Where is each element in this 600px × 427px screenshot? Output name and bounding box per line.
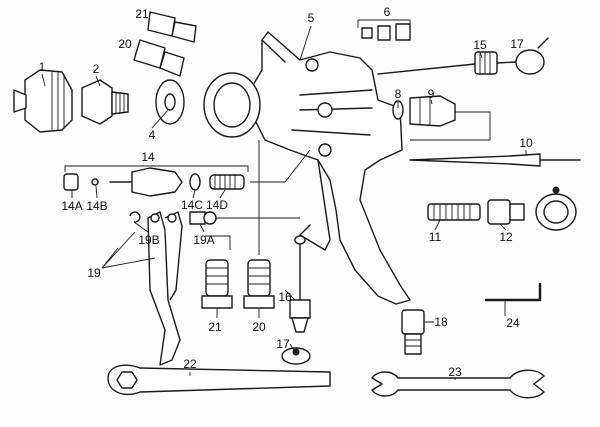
label-23: 23 — [448, 365, 462, 379]
adjust-knob — [535, 186, 577, 231]
label-16: 16 — [278, 290, 292, 304]
part-10-needle — [409, 153, 581, 167]
label-20-bottom: 20 — [252, 320, 266, 334]
part-14C — [189, 173, 201, 191]
part-21-fitting-top — [147, 11, 197, 43]
part-1-air-cap — [13, 69, 73, 133]
label-14D: 14D — [206, 198, 228, 212]
label-14C: 14C — [181, 198, 203, 212]
label-17-bottom: 17 — [276, 337, 290, 351]
leader-lines — [41, 25, 527, 380]
label-21-top: 21 — [135, 7, 149, 21]
label-14: 14 — [141, 150, 155, 164]
air-cap-pin — [305, 58, 319, 72]
label-20-top: 20 — [118, 37, 132, 51]
part-19-trigger — [101, 211, 300, 366]
label-6: 6 — [384, 5, 391, 19]
label-9: 9 — [428, 87, 435, 101]
part-16-valve-stem — [289, 235, 311, 333]
part-19A — [189, 211, 206, 225]
label-19: 19 — [87, 266, 101, 280]
part-14B — [91, 178, 99, 186]
part-21-fitting-bottom — [201, 259, 233, 309]
label-24: 24 — [506, 316, 520, 330]
gun-body — [203, 31, 411, 305]
part-14D — [209, 174, 245, 190]
label-14B: 14B — [86, 199, 107, 213]
label-10: 10 — [519, 136, 533, 150]
label-11: 11 — [429, 230, 442, 244]
part-12-bushing — [487, 199, 525, 225]
part-4-baffle — [155, 79, 185, 125]
part-19B — [129, 211, 141, 223]
part-2-nozzle — [81, 79, 129, 125]
label-19A: 19A — [193, 233, 214, 247]
label-2: 2 — [93, 62, 100, 76]
part-18-air-fitting — [401, 309, 425, 355]
part-9-valve-body — [409, 95, 491, 141]
part-15-needle — [377, 51, 516, 75]
part-labels: 21 20 5 6 15 17 1 2 4 8 9 14 10 14A 14B … — [39, 5, 533, 379]
label-18: 18 — [434, 315, 448, 329]
part-14-valve-assembly — [63, 149, 311, 197]
label-15: 15 — [473, 38, 487, 52]
part-22-wrench — [107, 364, 331, 396]
label-12: 12 — [499, 230, 513, 244]
part-23-spanner — [371, 369, 545, 399]
part-24-hex-key — [484, 282, 542, 302]
part-11-spring — [427, 203, 481, 221]
label-1: 1 — [39, 60, 46, 74]
label-8: 8 — [395, 87, 402, 101]
label-5: 5 — [308, 11, 315, 25]
part-20-fitting-top — [133, 39, 185, 77]
label-17-top: 17 — [510, 37, 524, 51]
part-17-knob-bottom — [281, 347, 311, 365]
label-21-bottom: 21 — [208, 320, 222, 334]
part-6-valve — [357, 19, 411, 41]
label-22: 22 — [183, 357, 197, 371]
label-4: 4 — [149, 128, 156, 142]
label-14A: 14A — [61, 199, 82, 213]
label-19B: 19B — [138, 233, 159, 247]
part-14A — [63, 173, 79, 191]
part-17-knob-top — [515, 37, 549, 75]
part-20-fitting-bottom — [243, 140, 275, 309]
